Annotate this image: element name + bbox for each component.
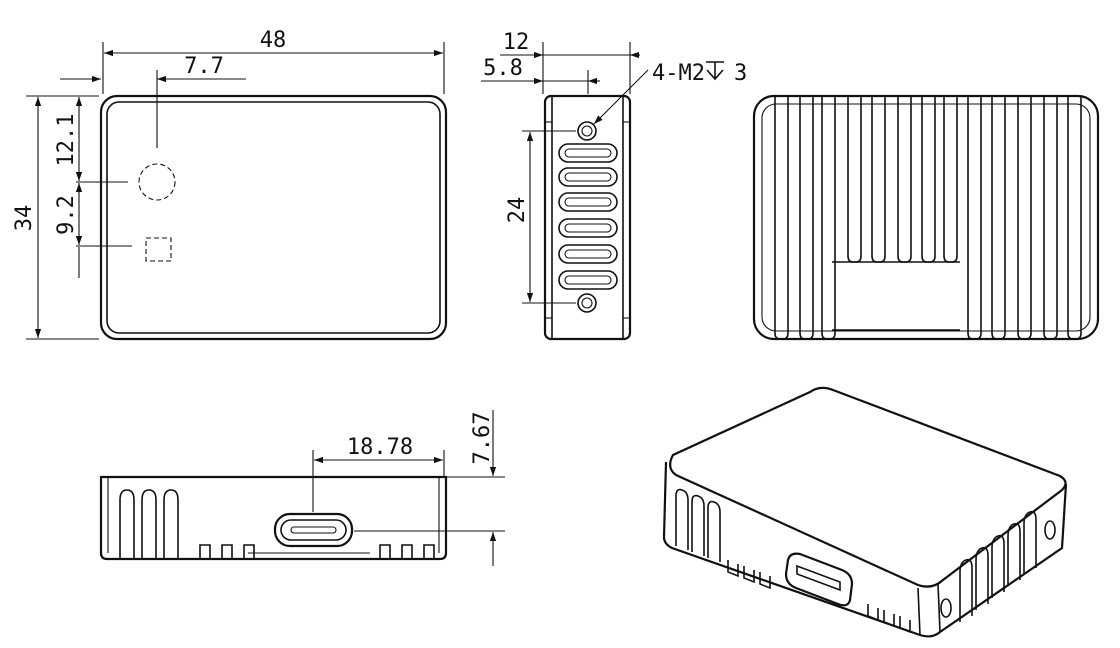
depth-symbol-icon — [706, 61, 724, 81]
bottom-tooth — [199, 544, 211, 559]
side-fin — [163, 489, 179, 559]
iso-mount-hole — [1044, 520, 1056, 540]
top-cooling-fins — [774, 96, 1082, 340]
front-inner-outline — [106, 101, 441, 334]
dim-port-width: 18.78 — [312, 435, 445, 512]
dim-text-usb-offset: 7.7 — [184, 54, 224, 79]
iso-fin — [975, 546, 989, 610]
cooling-fin — [921, 96, 936, 263]
cooling-fin — [897, 96, 912, 263]
hole-callout: 4-M2 3 — [593, 61, 747, 125]
vent-slot-inner — [564, 275, 612, 285]
dim-text-hole-spacing: 24 — [505, 197, 530, 224]
dim-text-led-y: 9.2 — [54, 195, 79, 235]
iso-tooth — [727, 560, 739, 578]
bottom-tooth — [379, 544, 391, 559]
dim-text-width: 48 — [260, 28, 287, 53]
dim-height: 34 — [12, 95, 99, 340]
iso-outer-body — [662, 461, 1068, 638]
port-view-fins — [119, 489, 435, 559]
bottom-tooth — [423, 544, 435, 559]
iso-tooth — [867, 604, 879, 622]
bottom-tooth — [243, 544, 255, 559]
side-fin — [141, 489, 157, 559]
cooling-fin — [967, 96, 982, 340]
vent-slot-inner — [564, 223, 612, 233]
cooling-fin — [847, 96, 862, 263]
usb-c-port — [273, 512, 354, 548]
dim-text-height: 34 — [12, 205, 37, 232]
iso-fin — [991, 534, 1005, 598]
front-view — [76, 70, 448, 341]
cooling-fin — [871, 96, 886, 263]
cooling-fin — [943, 96, 958, 263]
iso-right-fins — [959, 510, 1037, 622]
vent-slot — [558, 192, 618, 212]
iso-tooth — [883, 610, 895, 628]
bottom-tooth — [221, 544, 233, 559]
dim-usb-offset: 7.7 — [60, 54, 246, 83]
top-view-outline — [752, 94, 1100, 341]
iso-top-face — [669, 386, 1067, 588]
iso-fin — [959, 558, 973, 622]
cooling-fin — [1043, 96, 1058, 340]
bottom-tooth — [401, 544, 413, 559]
port-view — [99, 475, 448, 561]
vent-slot — [558, 218, 618, 238]
side-view — [543, 94, 632, 341]
cooling-fin — [799, 96, 814, 340]
dim-text-usb-y: 12.1 — [54, 114, 79, 167]
mount-hole-top — [577, 121, 597, 141]
dim-text-depth: 12 — [503, 30, 530, 55]
isometric-view — [662, 386, 1068, 638]
port-view-outline — [99, 475, 448, 561]
iso-fin — [1007, 522, 1021, 586]
front-outer-outline — [99, 94, 448, 341]
vent-slot — [558, 143, 618, 163]
dim-text-depth-half: 5.8 — [483, 56, 523, 81]
vent-slot — [558, 167, 618, 187]
mount-hole-bottom — [577, 293, 597, 313]
dim-hole-spacing: 24 — [505, 130, 576, 304]
iso-fin — [691, 494, 705, 556]
iso-bottom-teeth — [727, 560, 911, 634]
callout-text: 4-M2 — [652, 61, 705, 86]
iso-fin — [675, 488, 689, 550]
side-fin — [119, 489, 135, 559]
iso-tooth — [899, 616, 911, 634]
cooling-fin — [821, 96, 836, 340]
dim-led-y: 9.2 — [54, 183, 83, 278]
vent-slot-inner — [564, 148, 612, 158]
dim-text-port-width: 18.78 — [347, 435, 413, 460]
vent-slot — [558, 270, 618, 290]
vent-slot-inner — [564, 249, 612, 259]
side-vent-slots — [558, 143, 618, 290]
top-fin-view — [752, 94, 1100, 341]
dim-depth: 12 5.8 — [481, 30, 640, 94]
iso-left-fins — [675, 488, 721, 562]
vent-slot-inner — [564, 172, 612, 182]
iso-fin — [707, 500, 721, 562]
iso-usb-c-port — [784, 552, 854, 607]
usb-hidden-circle — [138, 163, 176, 201]
dim-usb-y: 12.1 — [54, 97, 83, 181]
iso-tooth — [743, 566, 755, 584]
vent-slot-inner — [564, 197, 612, 207]
cooling-fin — [991, 96, 1006, 340]
dim-text-port-height: 7.67 — [470, 412, 495, 465]
vent-slot — [558, 244, 618, 264]
callout-depth-text: 3 — [734, 61, 747, 86]
dim-width: 48 — [102, 28, 445, 94]
cooling-fin — [1067, 96, 1082, 340]
iso-fin — [1023, 510, 1037, 574]
cooling-fin — [1017, 96, 1032, 340]
iso-tooth — [759, 572, 771, 590]
cooling-fin — [774, 96, 789, 340]
led-hidden-square — [145, 237, 172, 262]
dim-port-height: 7.67 — [354, 410, 505, 566]
side-outer-outline — [543, 94, 632, 341]
